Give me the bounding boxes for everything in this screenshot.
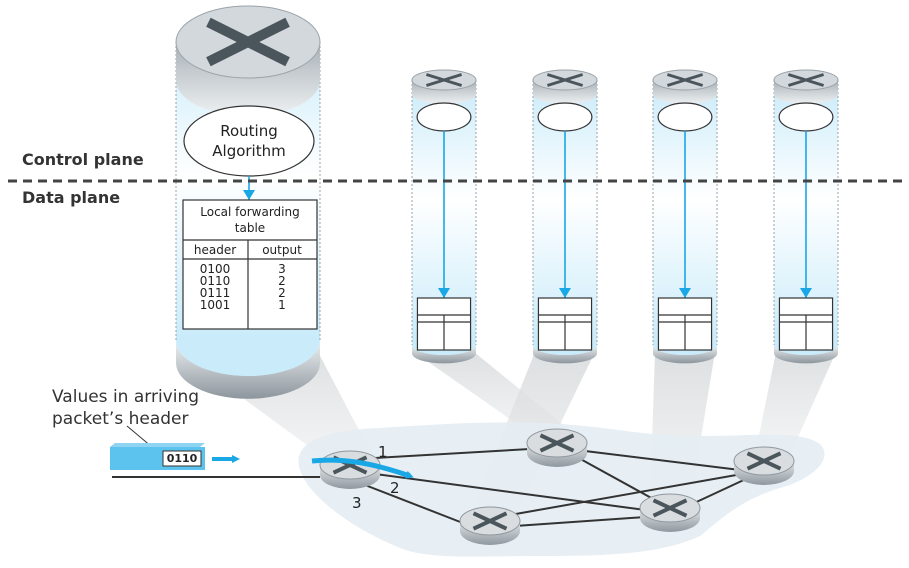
router-cylinder-2-base — [412, 345, 476, 364]
main-router-content: Routing Algorithm Local forwarding table… — [182, 105, 318, 330]
link-r1-r4 — [374, 473, 646, 511]
routing-algorithm-label-line2: Algorithm — [212, 142, 285, 160]
packet-body-top — [110, 443, 205, 447]
routing-algorithm-oval — [183, 105, 315, 177]
network-router-1 — [319, 450, 381, 489]
network-router-1-icon-stroke-b — [332, 455, 368, 475]
link-r1-r3 — [364, 484, 469, 526]
port-label-1: 1 — [378, 443, 388, 461]
table-row-header-value: 0111 — [200, 286, 231, 300]
network-router-4-icon — [652, 498, 688, 518]
router-cylinder-4-base — [653, 345, 717, 364]
router-cylinder-4 — [652, 69, 718, 364]
table-row-output-value: 3 — [278, 262, 286, 276]
table-col-header: header — [194, 243, 236, 257]
router-cylinder-3-router-icon — [546, 73, 584, 87]
beam-5 — [755, 352, 836, 455]
link-r4-r5 — [689, 477, 749, 506]
network-router-5 — [733, 446, 795, 485]
packet-header-value: 0110 — [167, 452, 198, 465]
table-row-header-value: 1001 — [200, 298, 231, 312]
router-cylinder-3-algorithm-oval — [537, 102, 593, 132]
network-router-3-icon-stroke-b — [472, 511, 508, 531]
router-cylinder-5-base — [774, 345, 838, 364]
main-router-cylinder-base — [176, 340, 320, 399]
network-router-4 — [639, 493, 701, 532]
router-cylinder-5 — [773, 69, 839, 364]
network-router-2-icon-stroke-b — [539, 433, 575, 453]
router-cylinder-2-router-icon-stroke-b — [425, 73, 463, 87]
table-title-line1: Local forwarding — [200, 205, 299, 219]
network-routers — [319, 428, 795, 545]
router-cylinder-2 — [411, 69, 477, 364]
router-cylinder-5-router-icon — [787, 73, 825, 87]
main-router-cylinder-router-icon — [206, 17, 290, 67]
data-plane-label: Data plane — [22, 188, 120, 207]
network-router-2-icon — [539, 433, 575, 453]
table-col-output: output — [262, 243, 302, 257]
table-row-output-value: 2 — [278, 286, 286, 300]
link-r1-r2 — [374, 448, 531, 459]
packet-callout-line1: Values in arriving — [52, 387, 199, 407]
table-title-line2: table — [235, 221, 265, 235]
router-cylinder-4-algorithm-oval — [657, 102, 713, 132]
router-cylinder-2-router-icon — [425, 73, 463, 87]
table-row-output-value: 1 — [278, 298, 286, 312]
control-plane-label: Control plane — [22, 150, 144, 169]
table-row-output-value: 2 — [278, 274, 286, 288]
arriving-packet: 0110 — [110, 425, 240, 470]
network-router-3-icon — [472, 511, 508, 531]
router-cylinder-3-base — [533, 345, 597, 364]
router-cylinder-3-router-icon-stroke-b — [546, 73, 584, 87]
router-cylinder-5-algorithm-oval — [778, 102, 834, 132]
table-row-header-value: 0110 — [200, 274, 231, 288]
table-row-header-value: 0100 — [200, 262, 231, 276]
table-rows: 0100 3 0110 2 0111 2 1001 1 — [200, 262, 286, 312]
packet-callout-line2: packet’s header — [52, 409, 188, 429]
packet-header-field — [162, 450, 202, 467]
forwarding-table — [182, 199, 318, 330]
router-cylinder-3 — [532, 69, 598, 364]
main-router-cylinder-router-icon-stroke-b — [206, 17, 290, 67]
network-router-2 — [526, 428, 588, 467]
main-router-cylinder-base-top — [176, 340, 320, 376]
network-router-4-icon-stroke-b — [652, 498, 688, 518]
network-links — [112, 448, 749, 527]
link-r3-r5 — [509, 473, 743, 516]
port-label-2: 2 — [390, 479, 400, 497]
network-router-3 — [459, 506, 521, 545]
router-cylinder-2-algorithm-oval — [416, 102, 472, 132]
link-r2-r5 — [584, 450, 741, 471]
port-label-3: 3 — [352, 494, 362, 512]
network-router-5-icon-stroke-b — [746, 451, 782, 471]
link-r3-r4 — [514, 516, 646, 527]
routing-algorithm-label-line1: Routing — [220, 122, 278, 140]
forwarding-path-arrow — [311, 457, 414, 479]
router-cylinder-4-router-icon-stroke-b — [666, 73, 704, 87]
router-cylinder-4-router-icon — [666, 73, 704, 87]
network-router-5-icon — [746, 451, 782, 471]
router-cylinder-5-router-icon-stroke-b — [787, 73, 825, 87]
